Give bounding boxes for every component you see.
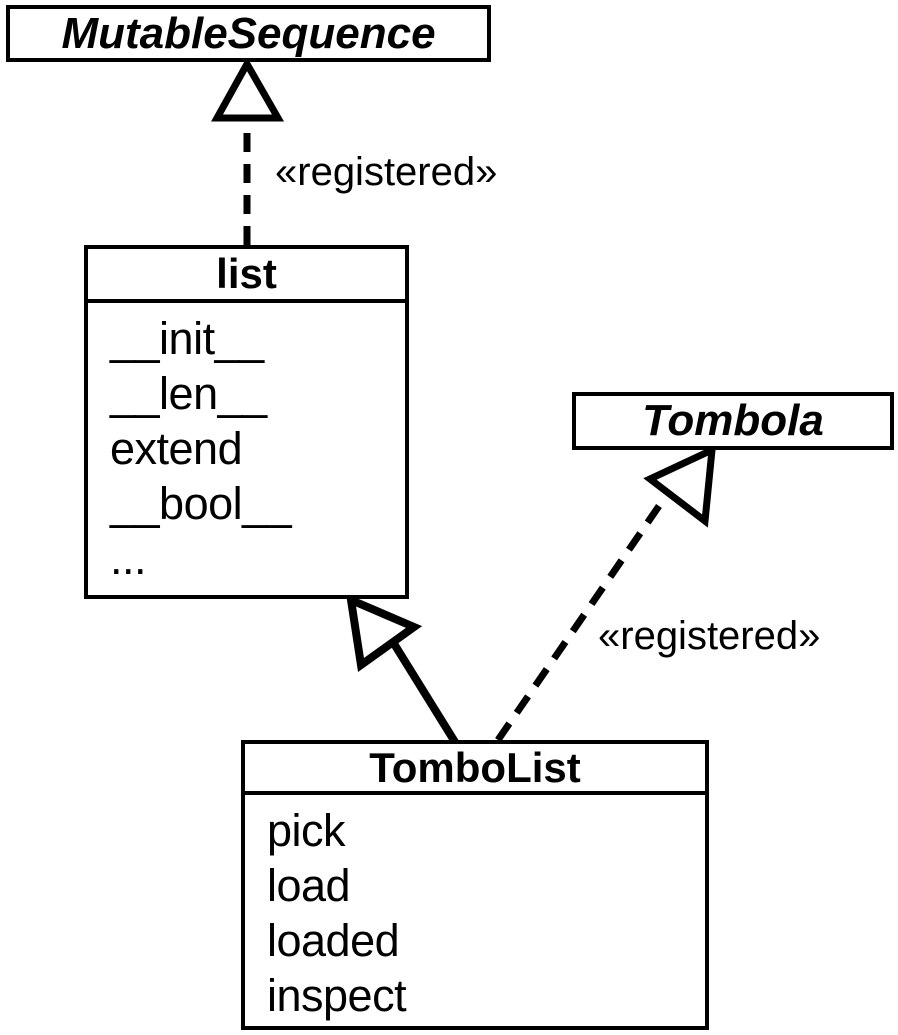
hollow-triangle-arrowhead-mutablesequence bbox=[211, 56, 285, 122]
relationship-tombolist-to-tombola bbox=[495, 444, 717, 742]
class-member: __len__ bbox=[110, 368, 267, 419]
class-box-mutablesequence[interactable]: MutableSequence bbox=[6, 5, 491, 62]
class-member: load bbox=[267, 860, 351, 911]
class-name-tombolist: TomboList bbox=[245, 744, 705, 795]
class-name-tombola: Tombola bbox=[642, 396, 824, 445]
relationship-tombolist-to-list bbox=[345, 593, 459, 745]
class-box-list[interactable]: list __init__ __len__ extend __bool__ ..… bbox=[84, 245, 409, 599]
hollow-triangle-arrowhead-list bbox=[345, 593, 423, 673]
class-name-mutablesequence: MutableSequence bbox=[61, 8, 436, 58]
member-list-list: __init__ __len__ extend __bool__ ... bbox=[88, 303, 405, 586]
class-member: pick bbox=[267, 805, 346, 856]
class-box-tombolist[interactable]: TomboList pick load loaded inspect bbox=[241, 740, 709, 1030]
stereotype-label-registered-mutablesequence: «registered» bbox=[275, 150, 498, 194]
class-member: __init__ bbox=[110, 313, 264, 364]
solid-line-tombolist-list bbox=[384, 631, 459, 745]
class-name-list: list bbox=[88, 249, 405, 303]
class-member: __bool__ bbox=[110, 478, 292, 529]
hollow-triangle-arrowhead-tombola bbox=[643, 444, 717, 528]
relationship-list-to-mutablesequence bbox=[211, 56, 285, 245]
member-list-tombolist: pick load loaded inspect bbox=[245, 795, 705, 1023]
class-member: inspect bbox=[267, 970, 407, 1021]
class-member: ... bbox=[110, 533, 147, 584]
stereotype-label-registered-tombola: «registered» bbox=[598, 614, 821, 658]
class-member: loaded bbox=[267, 915, 400, 966]
class-member: extend bbox=[110, 423, 243, 474]
class-box-tombola[interactable]: Tombola bbox=[572, 392, 894, 450]
